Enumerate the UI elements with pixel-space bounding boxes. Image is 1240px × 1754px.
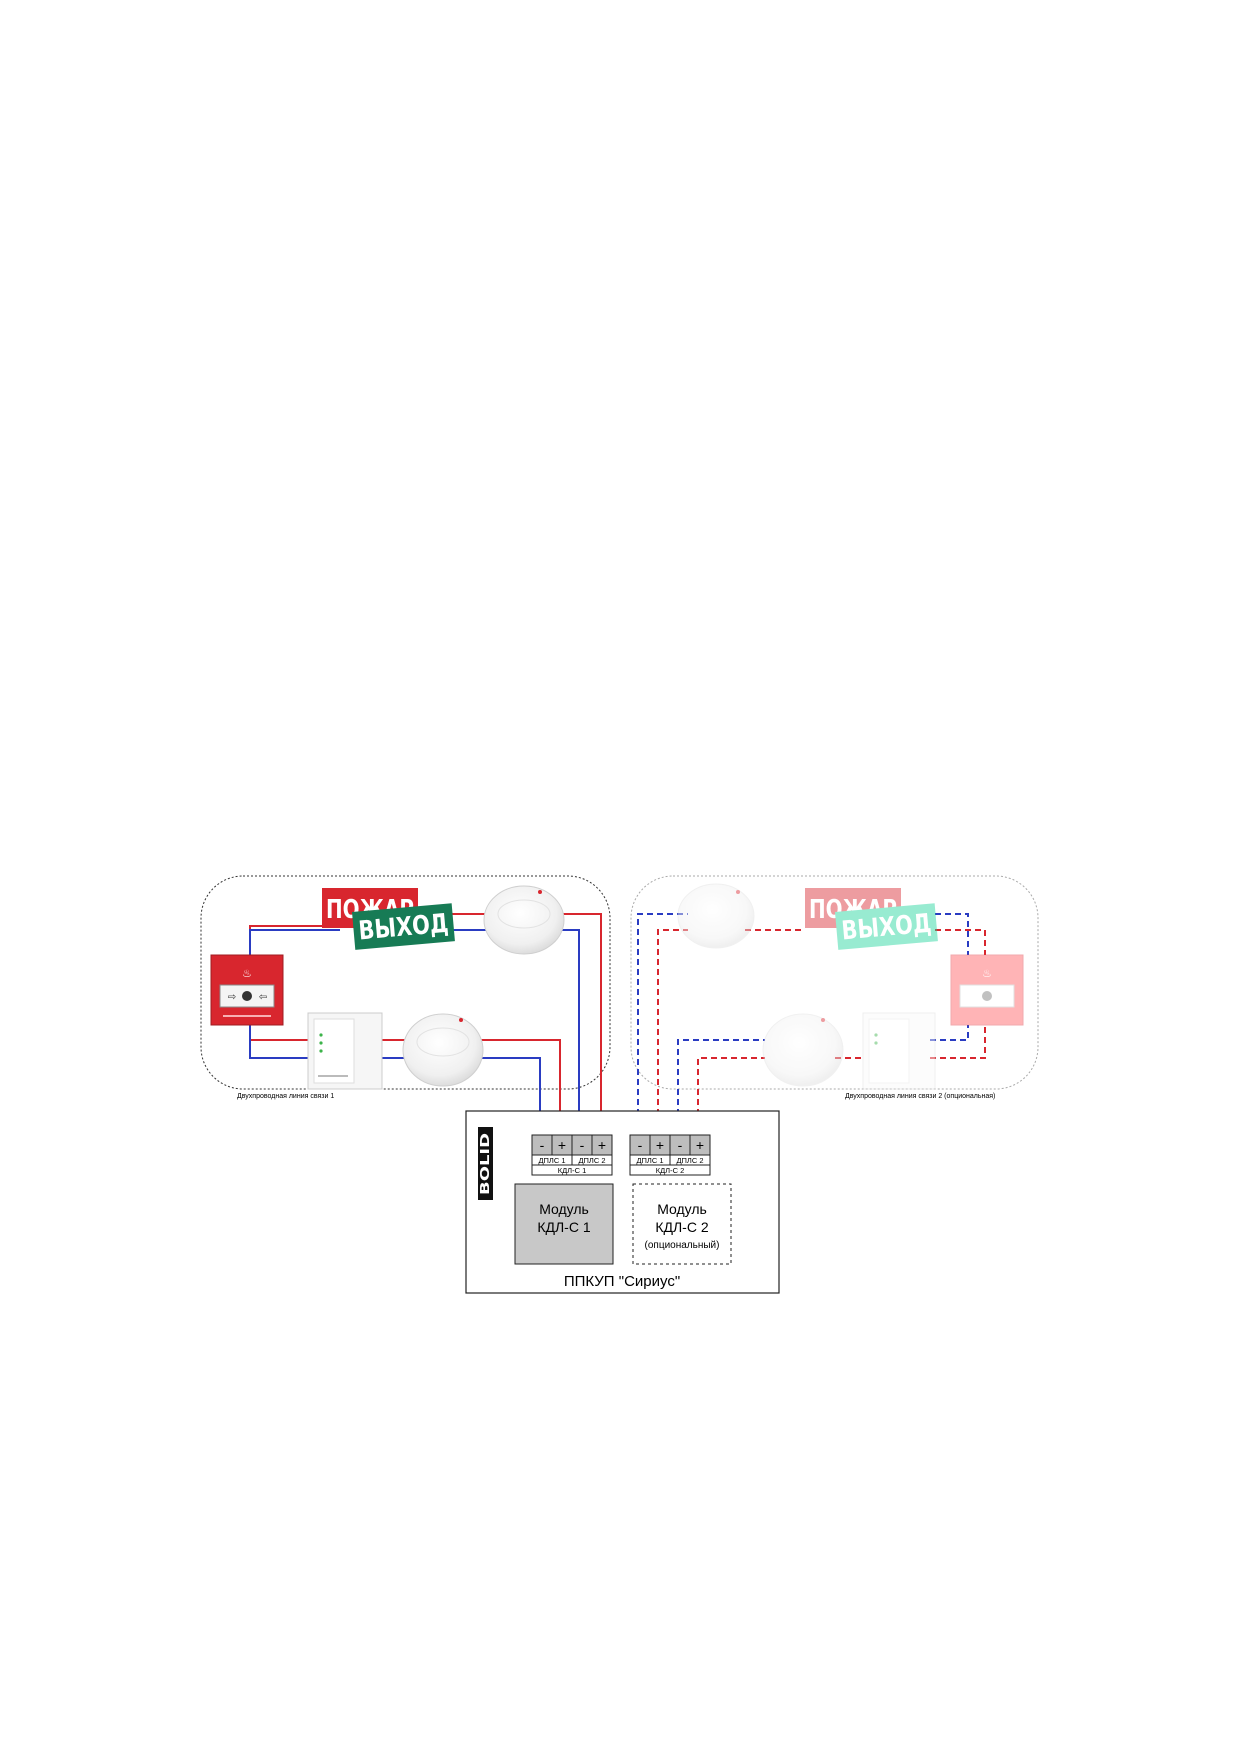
bolid-logo: BOLID xyxy=(478,1127,493,1200)
loop2-wires xyxy=(637,913,986,1125)
wire-blue xyxy=(555,929,580,1125)
control-panel: BOLID - + - + ДПЛС 1 ДПЛС 2 КДЛ-С 1 - xyxy=(465,1110,780,1294)
wire-red-dashed xyxy=(935,929,986,955)
fire-sign: ПОЖАР xyxy=(805,888,901,928)
module-kdl2-line2: КДЛ-С 2 xyxy=(655,1219,708,1235)
smoke-detector xyxy=(762,1013,844,1087)
fire-icon: ♨ xyxy=(982,967,992,980)
wire-blue-dashed xyxy=(935,913,969,955)
dpls2-label: ДПЛС 2 xyxy=(578,1156,605,1165)
smoke-detector xyxy=(483,885,565,955)
wire-blue-dashed xyxy=(677,1039,765,1125)
loop2-caption: Двухпроводная линия связи 2 (опциональна… xyxy=(845,1093,995,1100)
wire-red-dashed xyxy=(657,929,688,1125)
smoke-detector xyxy=(402,1013,484,1087)
dpls2-label: ДПЛС 2 xyxy=(676,1156,703,1165)
dpls1-label: ДПЛС 1 xyxy=(636,1156,663,1165)
terminal-minus: - xyxy=(540,1137,545,1153)
manual-call-point: ♨ xyxy=(950,954,1024,1026)
module-kdl2: Модуль КДЛ-С 2 (опциональный) xyxy=(632,1183,732,1265)
bolid-logo-text: BOLID xyxy=(478,1133,492,1195)
fire-sign-label: ПОЖАР xyxy=(809,895,897,925)
terminal-minus: - xyxy=(678,1137,683,1153)
loop2-devices: ПОЖАР ВЫХОД ♨ xyxy=(677,883,1024,1090)
terminal-plus: + xyxy=(696,1137,704,1153)
smoke-detector xyxy=(677,883,755,949)
module-kdl2-line3: (опциональный) xyxy=(645,1240,720,1251)
exit-sign: ВЫХОД xyxy=(352,903,455,950)
terminal-block-kdl1: - + - + ДПЛС 1 ДПЛС 2 КДЛ-С 1 xyxy=(531,1134,613,1176)
terminal-block-kdl2: - + - + ДПЛС 1 ДПЛС 2 КДЛ-С 2 xyxy=(629,1134,711,1176)
kdl1-label: КДЛ-С 1 xyxy=(558,1166,587,1175)
wire-blue xyxy=(475,1057,541,1125)
exit-sign: ВЫХОД xyxy=(835,903,938,950)
wire-red-dashed xyxy=(930,1025,986,1059)
panel-title: ППКУП "Сириус" xyxy=(564,1273,680,1290)
wire-red xyxy=(475,1039,561,1125)
module-kdl1-line1: Модуль xyxy=(539,1201,589,1217)
module-kdl1-line2: КДЛ-С 1 xyxy=(537,1219,590,1235)
terminal-minus: - xyxy=(580,1137,585,1153)
loop2-boundary xyxy=(630,875,1039,1090)
module-kdl2-line1: Модуль xyxy=(657,1201,707,1217)
wire-blue xyxy=(249,929,340,955)
module-kdl1: Модуль КДЛ-С 1 xyxy=(514,1183,614,1265)
loop1-caption: Двухпроводная линия связи 1 xyxy=(237,1093,334,1100)
fire-icon: ♨ xyxy=(242,967,252,980)
arrow-icon: ⇨ xyxy=(228,992,236,1003)
address-module xyxy=(862,1012,936,1090)
address-module xyxy=(307,1012,383,1090)
wire-red xyxy=(560,913,602,1125)
terminal-plus: + xyxy=(656,1137,664,1153)
wire-blue xyxy=(249,1022,310,1059)
loop1-boundary xyxy=(200,875,611,1090)
wire-blue-dashed xyxy=(637,913,688,1125)
wire-blue-dashed xyxy=(930,1025,969,1041)
terminal-plus: + xyxy=(558,1137,566,1153)
wire-red-dashed xyxy=(697,1057,765,1125)
arrow-icon: ⇦ xyxy=(259,992,267,1003)
dpls1-label: ДПЛС 1 xyxy=(538,1156,565,1165)
manual-call-point: ⇨ ⇦ ♨ xyxy=(210,954,284,1026)
terminal-plus: + xyxy=(598,1137,606,1153)
terminal-minus: - xyxy=(638,1137,643,1153)
kdl2-label: КДЛ-С 2 xyxy=(656,1166,685,1175)
